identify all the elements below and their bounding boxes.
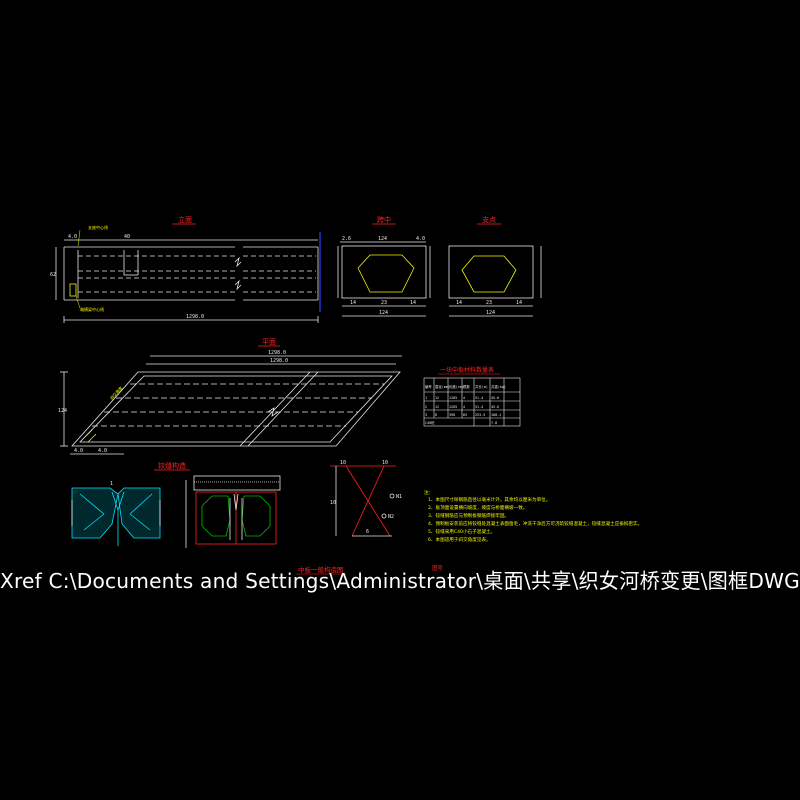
- table-cell: 12: [435, 396, 439, 400]
- table-cell: 2: [425, 405, 427, 409]
- rebar-left-dim: 10: [330, 500, 336, 506]
- xref-path-text: Xref C:\Documents and Settings\Administr…: [0, 569, 800, 593]
- table-cell: 12: [435, 405, 439, 409]
- sup-dim-bottom-b: 23: [486, 300, 492, 306]
- joint-dim-top: 1: [110, 481, 113, 487]
- elev-note-bottom: 端横梁中心线: [80, 306, 104, 312]
- table-cell: 65: [463, 413, 467, 417]
- plan-dim-top-inner: 1298.0: [270, 358, 288, 364]
- table-cell: 1: [425, 396, 427, 400]
- elev-dim-left: 62: [50, 272, 56, 278]
- plan-title: 平面: [262, 338, 276, 346]
- table-cell: 8: [435, 413, 437, 417]
- table-header-cell: 编号: [425, 384, 432, 389]
- table-header-cell: 根数: [463, 384, 470, 389]
- elevation-view: 立面 4.0 40 支座中心线 62: [50, 215, 321, 323]
- mid-dim-bottom-c: 14: [410, 300, 416, 306]
- rebar-detail: 10 10 10 6 N1 N2: [330, 460, 402, 537]
- elev-dim-bottom: 1298.0: [186, 314, 204, 320]
- sup-dim-bottom-a: 14: [456, 300, 462, 306]
- note-line: 2、板顶面设置横向坡度，坡度与桥面横坡一致。: [428, 504, 527, 511]
- support-title: 支点: [482, 215, 496, 224]
- sup-dim-bottom: 124: [486, 310, 495, 316]
- midspan-section: 跨中 2.6 124 4.0 14 23 14 124: [337, 215, 431, 317]
- plan-view: 平面 1298.0 1298.0 斜交角度 124 4.0 4.0: [58, 338, 402, 455]
- sup-dim-bottom-c: 14: [516, 300, 522, 306]
- table-cell: 253.5: [475, 413, 485, 417]
- mid-dim-right-top: 4.0: [416, 236, 425, 242]
- table-cell: 1285: [449, 396, 457, 400]
- rebar-right-b: N2: [388, 514, 394, 520]
- table-cell: 1285: [449, 405, 457, 409]
- plan-dim-bottom-mid: 4.0: [98, 448, 107, 454]
- table-header-cell: 共长(m): [475, 384, 488, 389]
- elevation-title: 立面: [178, 215, 192, 224]
- table-header-cell: 共重(kg): [491, 384, 506, 389]
- joint-title: 铰缝构造: [158, 461, 186, 470]
- elev-note-top: 支座中心线: [88, 224, 108, 230]
- rebar-bottom-dim: 6: [366, 529, 369, 535]
- notes-title: 注：: [424, 489, 433, 496]
- plan-dim-top-outer: 1298.0: [268, 350, 286, 356]
- note-line: 6、本图适用于斜交角度见表。: [428, 536, 491, 543]
- elev-dim-top-left: 4.0: [68, 234, 77, 240]
- table-cell: 100.1: [491, 413, 501, 417]
- plan-dim-bottom-left: 4.0: [74, 448, 83, 454]
- support-section: 支点 14 23 14 124: [448, 215, 542, 317]
- table-cell: 45.6: [491, 396, 499, 400]
- mid-dim-bottom: 124: [379, 310, 388, 316]
- table-cell: 51.4: [475, 396, 483, 400]
- joint-detail: 铰缝构造 1: [71, 461, 281, 548]
- note-line: 1、本图尺寸除钢筋直径以毫米计外，其余均以厘米为单位。: [428, 496, 550, 503]
- rebar-top-left: 10: [340, 460, 346, 466]
- table-title: 一块中板材料数量表: [440, 366, 494, 374]
- elev-dim-top-mid: 40: [124, 234, 130, 240]
- mid-dim-left-top: 2.6: [342, 236, 351, 242]
- table-cell: 45.6: [491, 405, 499, 409]
- material-table: 一块中板材料数量表 编号直径(mm)长度(cm)根数共长(m)共重(kg) 1 12…: [423, 366, 521, 427]
- table-header-cell: 长度(cm): [449, 384, 464, 389]
- note-line: 3、铰缝钢筋应与预制板钢筋焊接牢固。: [428, 512, 509, 519]
- table-cell: C40砼: [425, 420, 435, 425]
- note-line: 4、预制板安装前应将铰缝处混凝土表面凿毛，冲洗干净后方可浇筑铰缝混凝土，铰缝混凝…: [428, 520, 642, 527]
- table-cell: 4: [463, 396, 465, 400]
- table-cell: 3: [425, 413, 427, 417]
- slab-drawing-title: 中板一般构造图: [298, 565, 344, 574]
- mid-dim-top: 124: [378, 236, 387, 242]
- rebar-right-a: N1: [396, 494, 402, 500]
- table-cell: 51.4: [475, 405, 483, 409]
- frame-label: 图号: [432, 564, 444, 572]
- table-cell: 7.8: [491, 421, 497, 425]
- table-header-cell: 直径(mm): [435, 384, 450, 389]
- table-cell: 390: [449, 413, 455, 417]
- midspan-title: 跨中: [377, 215, 391, 224]
- mid-dim-bottom-a: 14: [350, 300, 356, 306]
- rebar-top-right: 10: [382, 460, 388, 466]
- note-line: 5、铰缝采用C40小石子混凝土。: [428, 528, 495, 535]
- notes-block: 注： 1、本图尺寸除钢筋直径以毫米计外，其余均以厘米为单位。2、板顶面设置横向坡…: [424, 489, 642, 543]
- table-cell: 4: [463, 405, 465, 409]
- plan-dim-left: 124: [58, 408, 67, 414]
- mid-dim-bottom-b: 23: [381, 300, 387, 306]
